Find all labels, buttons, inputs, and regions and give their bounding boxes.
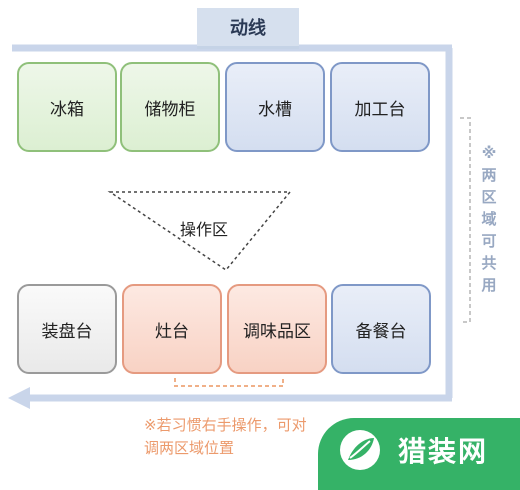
side-note-char: 共 — [481, 254, 497, 272]
bottom-box-stove: 灶台 — [122, 284, 222, 374]
side-note-char: 域 — [481, 210, 497, 228]
side-note-shared-area: ※ 两 区 域 可 共 用 — [479, 142, 499, 296]
bottom-note-bracket — [174, 378, 284, 387]
bottom-box-label: 装盘台 — [41, 321, 93, 342]
bottom-box-label: 备餐台 — [355, 321, 407, 342]
top-box-label: 加工台 — [354, 99, 406, 120]
bottom-box-label: 灶台 — [155, 321, 189, 342]
flow-arrow-head — [8, 387, 30, 409]
bottom-box-seasoning-area: 调味品区 — [227, 284, 327, 374]
logo-text: 猎装网 — [398, 435, 489, 468]
leaf-icon — [340, 430, 380, 470]
top-box-storage-cabinet: 储物柜 — [120, 62, 220, 152]
top-box-label: 水槽 — [258, 99, 292, 120]
bottom-box-plating-counter: 装盘台 — [17, 284, 117, 374]
bottom-note-swap-tip: ※若习惯右手操作，可对调两区域位置 — [144, 416, 307, 457]
flow-title: 动线 — [197, 8, 299, 49]
site-logo: 猎装网 — [318, 418, 520, 490]
top-box-label: 冰箱 — [50, 99, 84, 120]
operation-triangle — [107, 191, 292, 272]
top-box-prep-counter: 加工台 — [330, 62, 430, 152]
top-box-sink: 水槽 — [225, 62, 325, 152]
side-note-char: ※ — [481, 144, 497, 162]
operation-area-label: 操作区 — [180, 220, 229, 239]
side-note-char: 区 — [481, 188, 497, 206]
side-note-char: 用 — [481, 276, 497, 294]
top-box-fridge: 冰箱 — [17, 62, 117, 152]
bottom-box-label: 调味品区 — [243, 321, 311, 342]
side-note-bracket — [460, 117, 471, 323]
side-note-char: 两 — [481, 166, 497, 184]
side-note-char: 可 — [481, 232, 497, 250]
top-box-label: 储物柜 — [144, 99, 196, 120]
bottom-box-serving-counter: 备餐台 — [331, 284, 431, 374]
